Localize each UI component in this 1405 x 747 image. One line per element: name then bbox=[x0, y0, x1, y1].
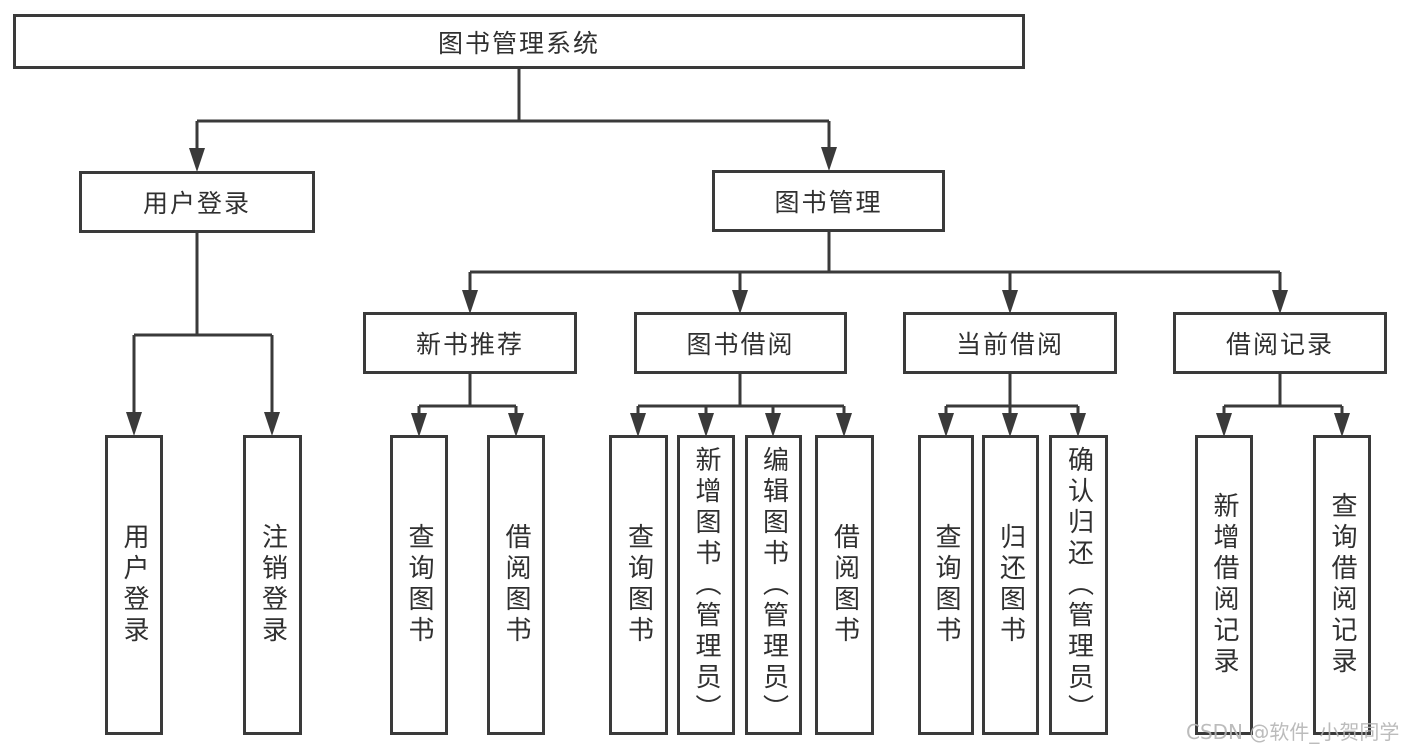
node-user-login-label: 用户登录 bbox=[142, 189, 251, 218]
leaf-query-borrow-record: 查询借阅记录 bbox=[1313, 435, 1371, 735]
leaf-add-borrow-record: 新增借阅记录 bbox=[1195, 435, 1253, 735]
connector-book-management-children bbox=[468, 232, 1282, 294]
leaf-user-login-label: 用户登录 bbox=[119, 523, 149, 647]
leaf-query-books-1-label: 查询图书 bbox=[404, 523, 434, 647]
arrowheads bbox=[126, 147, 1350, 437]
leaf-borrow-books-2-label: 借阅图书 bbox=[829, 523, 860, 647]
leaf-query-books-2: 查询图书 bbox=[609, 435, 668, 735]
leaf-borrow-books-1-label: 借阅图书 bbox=[501, 523, 531, 647]
leaf-add-book-admin-label: 新增图书（管理员） bbox=[691, 445, 721, 725]
connector-borrowing-records-children bbox=[1222, 374, 1344, 417]
connector-new-book-recommend-children bbox=[417, 374, 518, 417]
leaf-confirm-return-admin: 确认归还（管理员） bbox=[1049, 435, 1108, 735]
leaf-query-borrow-record-label: 查询借阅记录 bbox=[1327, 492, 1357, 678]
node-new-book-recommend-label: 新书推荐 bbox=[415, 330, 524, 359]
node-root-label: 图书管理系统 bbox=[437, 28, 600, 58]
node-borrowing-records-label: 借阅记录 bbox=[1225, 330, 1334, 359]
node-book-management-label: 图书管理 bbox=[774, 188, 883, 217]
connector-current-borrowing-children bbox=[944, 374, 1080, 417]
leaf-query-books-3-label: 查询图书 bbox=[931, 523, 961, 647]
leaf-borrow-books-1: 借阅图书 bbox=[487, 435, 545, 735]
node-book-borrowing-label: 图书借阅 bbox=[686, 330, 795, 359]
node-current-borrowing-label: 当前借阅 bbox=[955, 330, 1064, 359]
leaf-logout-label: 注销登录 bbox=[257, 523, 288, 647]
node-root: 图书管理系统 bbox=[13, 14, 1025, 69]
leaf-query-books-2-label: 查询图书 bbox=[623, 523, 654, 647]
leaf-add-book-admin: 新增图书（管理员） bbox=[677, 435, 735, 735]
leaf-edit-book-admin-label: 编辑图书（管理员） bbox=[758, 445, 789, 725]
node-borrowing-records: 借阅记录 bbox=[1173, 312, 1387, 374]
leaf-return-book: 归还图书 bbox=[982, 435, 1039, 735]
connector-book-borrowing-children bbox=[636, 374, 846, 417]
node-book-borrowing: 图书借阅 bbox=[634, 312, 847, 374]
node-current-borrowing: 当前借阅 bbox=[903, 312, 1117, 374]
leaf-return-book-label: 归还图书 bbox=[995, 523, 1026, 647]
connector-root-to-level2 bbox=[195, 69, 831, 152]
node-user-login: 用户登录 bbox=[79, 171, 315, 233]
connector-user-login-children bbox=[132, 233, 274, 416]
leaf-query-books-3: 查询图书 bbox=[918, 435, 974, 735]
leaf-query-books-1: 查询图书 bbox=[390, 435, 448, 735]
leaf-user-login: 用户登录 bbox=[105, 435, 163, 735]
leaf-logout: 注销登录 bbox=[243, 435, 302, 735]
leaf-confirm-return-admin-label: 确认归还（管理员） bbox=[1063, 445, 1094, 725]
leaf-add-borrow-record-label: 新增借阅记录 bbox=[1209, 492, 1239, 678]
leaf-borrow-books-2: 借阅图书 bbox=[815, 435, 874, 735]
leaf-edit-book-admin: 编辑图书（管理员） bbox=[745, 435, 802, 735]
node-book-management: 图书管理 bbox=[712, 170, 945, 232]
node-new-book-recommend: 新书推荐 bbox=[363, 312, 577, 374]
csdn-watermark: CSDN @软件_小贺同学 bbox=[1186, 720, 1400, 744]
